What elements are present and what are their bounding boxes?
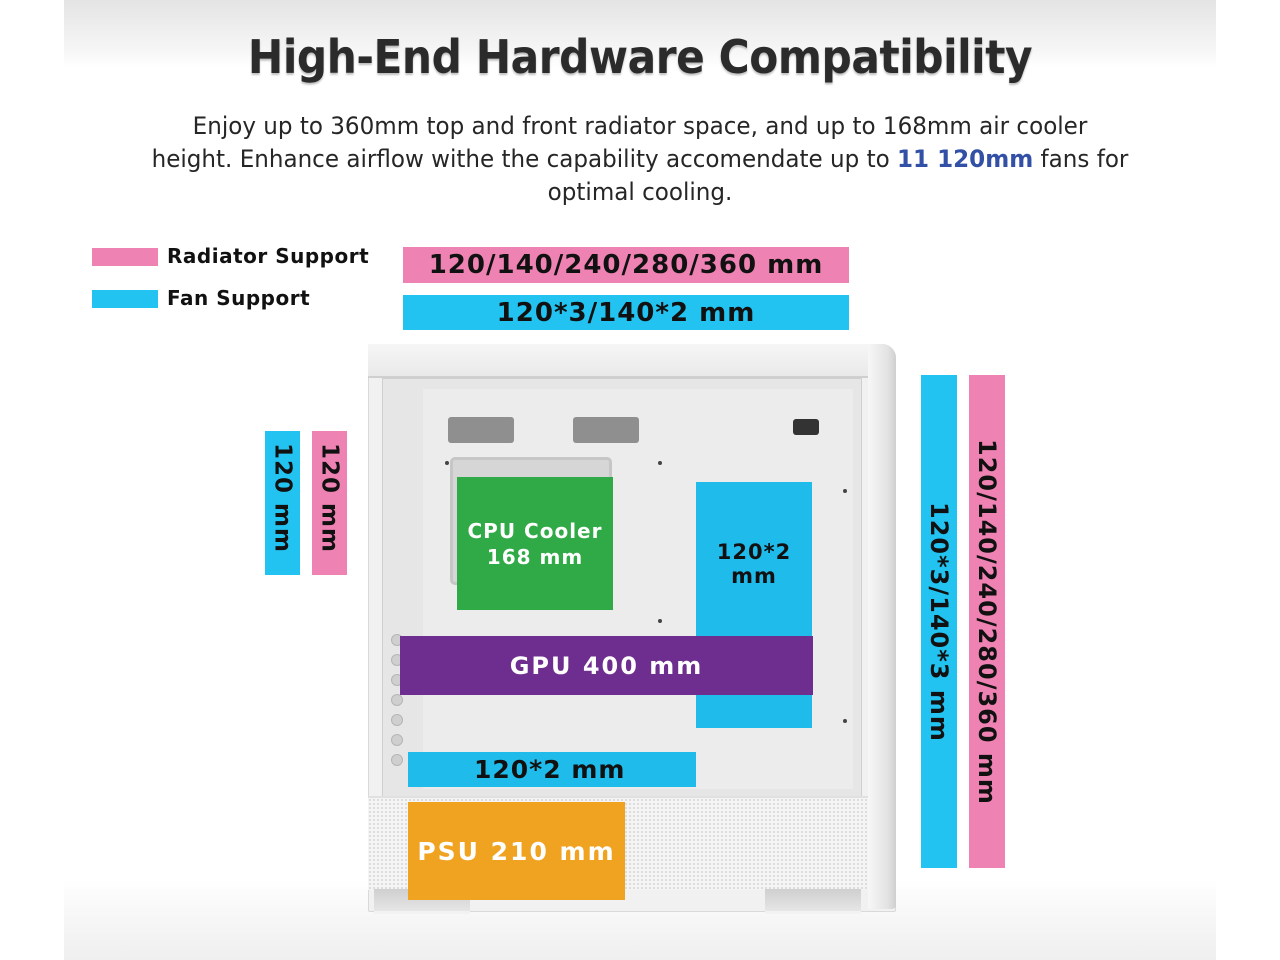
- bottom-fan-zone: 120*2 mm: [408, 752, 696, 787]
- front-radiator-label: 120/140/240/280/360 mm: [973, 438, 1001, 805]
- legend-swatch-fan: [92, 290, 158, 308]
- rear-radiator-label: 120 mm: [316, 443, 343, 553]
- top-radiator-label: 120/140/240/280/360 mm: [428, 250, 824, 280]
- cpu-cooler-label: CPU Cooler: [467, 518, 603, 543]
- side-fan-label-1: 120*2: [716, 540, 792, 564]
- top-radiator-bar: 120/140/240/280/360 mm: [403, 247, 849, 283]
- standoff: [843, 489, 847, 493]
- expansion-slot-screw: [391, 694, 403, 706]
- rear-radiator-bar: 120 mm: [312, 431, 347, 575]
- fan-count-highlight: 11 120mm: [897, 145, 1034, 173]
- top-fan-bar: 120*3/140*2 mm: [403, 295, 849, 330]
- cable-cutout: [448, 417, 514, 443]
- psu-zone: PSU 210 mm: [408, 802, 625, 900]
- expansion-slot-screw: [391, 734, 403, 746]
- description-line-1: Enjoy up to 360mm top and front radiator…: [192, 112, 1088, 140]
- case-foot-front: [765, 889, 861, 914]
- cpu-cooler-height: 168 mm: [486, 544, 584, 569]
- front-radiator-bar: 120/140/240/280/360 mm: [969, 375, 1005, 868]
- legend-label-radiator: Radiator Support: [167, 244, 370, 268]
- page-title: High-End Hardware Compatibility: [247, 30, 1033, 84]
- cable-cutout: [573, 417, 639, 443]
- legend-label-fan: Fan Support: [167, 286, 311, 310]
- description: Enjoy up to 360mm top and front radiator…: [122, 110, 1159, 209]
- description-text: height. Enhance airflow withe the capabi…: [151, 145, 898, 173]
- expansion-slot-screw: [391, 714, 403, 726]
- front-fan-bar: 120*3/140*3 mm: [921, 375, 957, 868]
- standoff: [843, 719, 847, 723]
- gpu-zone: GPU 400 mm: [400, 636, 813, 695]
- description-line-2: height. Enhance airflow withe the capabi…: [122, 143, 1159, 176]
- standoff: [658, 461, 662, 465]
- legend-swatch-radiator: [92, 248, 158, 266]
- side-fan-label-2: mm: [731, 564, 777, 588]
- bottom-fan-label: 120*2 mm: [474, 755, 626, 784]
- cpu-cooler-zone: CPU Cooler 168 mm: [457, 477, 613, 610]
- cable-cutout: [793, 419, 819, 435]
- gpu-label: GPU 400 mm: [509, 651, 704, 680]
- description-text: fans for: [1033, 145, 1129, 173]
- front-fan-label: 120*3/140*3 mm: [925, 501, 953, 742]
- top-fan-label: 120*3/140*2 mm: [496, 297, 756, 328]
- standoff: [658, 619, 662, 623]
- case-top-panel: [368, 344, 868, 378]
- case-front-panel: [868, 344, 896, 909]
- psu-label: PSU 210 mm: [417, 836, 616, 866]
- rear-fan-label: 120 mm: [269, 443, 296, 553]
- standoff: [445, 461, 449, 465]
- rear-fan-bar: 120 mm: [265, 431, 300, 575]
- expansion-slot-screw: [391, 754, 403, 766]
- description-line-3: optimal cooling.: [547, 178, 733, 206]
